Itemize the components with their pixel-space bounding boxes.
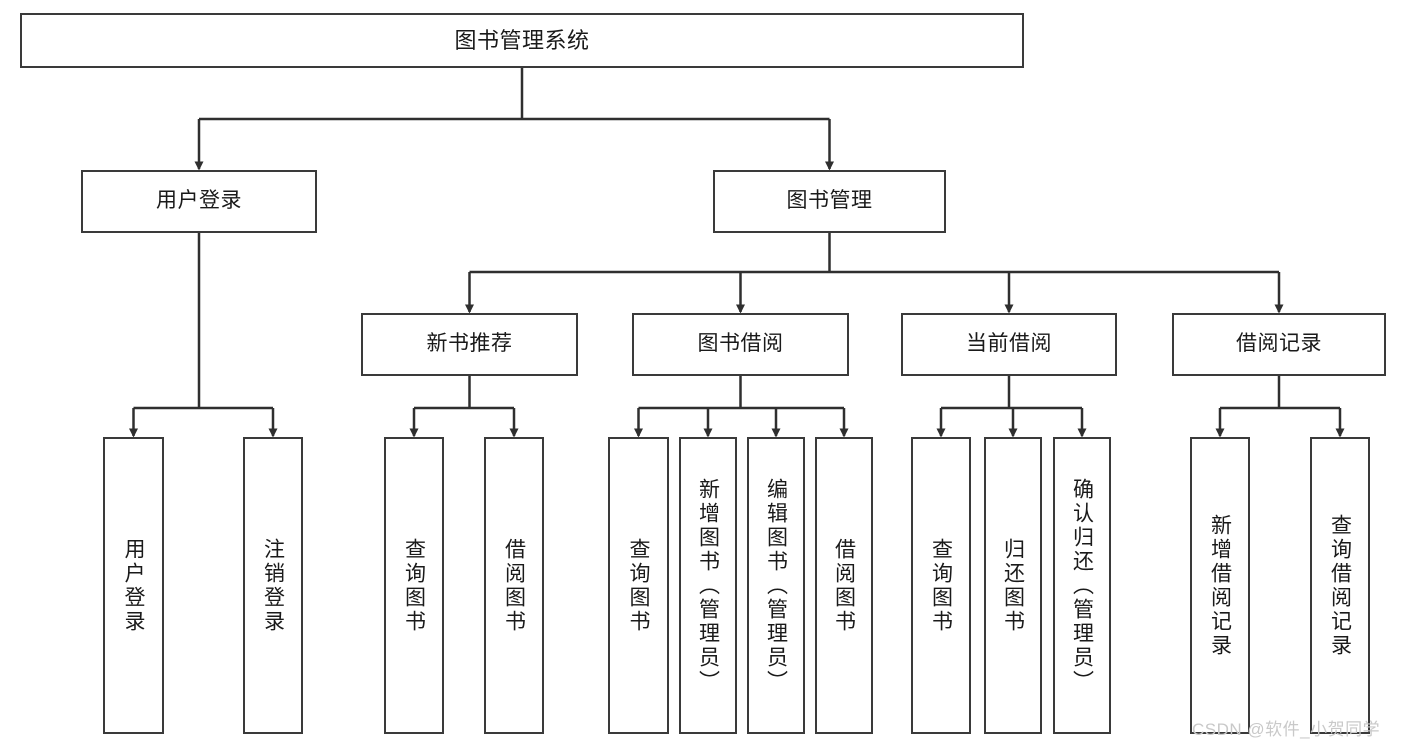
node-label: 借阅图书 — [502, 537, 526, 634]
node-leaf_bb_add[interactable]: 新增图书（管理员） — [679, 437, 737, 734]
node-leaf_cb_query[interactable]: 查询图书 — [911, 437, 971, 734]
node-leaf_user_logout[interactable]: 注销登录 — [243, 437, 303, 734]
node-label: 图书管理系统 — [454, 27, 590, 53]
node-new_book_rec[interactable]: 新书推荐 — [361, 313, 578, 376]
node-leaf_br_query[interactable]: 查询借阅记录 — [1310, 437, 1370, 734]
node-leaf_bb_edit[interactable]: 编辑图书（管理员） — [747, 437, 805, 734]
node-leaf_bb_borrow[interactable]: 借阅图书 — [815, 437, 873, 734]
node-label: 新增图书（管理员） — [696, 477, 720, 694]
node-leaf_bb_query[interactable]: 查询图书 — [608, 437, 669, 734]
node-leaf_user_login[interactable]: 用户登录 — [103, 437, 164, 734]
node-label: 用户登录 — [122, 537, 145, 634]
node-leaf_cb_confirm[interactable]: 确认归还（管理员） — [1053, 437, 1111, 734]
node-book_mgmt[interactable]: 图书管理 — [713, 170, 946, 233]
node-leaf_br_add[interactable]: 新增借阅记录 — [1190, 437, 1250, 734]
node-label: 用户登录 — [156, 189, 242, 213]
node-label: 图书管理 — [786, 189, 873, 213]
node-root[interactable]: 图书管理系统 — [20, 13, 1024, 68]
node-label: 查询图书 — [402, 537, 426, 634]
node-leaf_cb_return[interactable]: 归还图书 — [984, 437, 1042, 734]
csdn-watermark: CSDN @软件_小贺同学 — [1192, 720, 1381, 739]
node-leaf_nr_query[interactable]: 查询图书 — [384, 437, 444, 734]
node-book_borrow[interactable]: 图书借阅 — [632, 313, 849, 376]
node-label: 借阅记录 — [1236, 332, 1322, 356]
node-label: 查询图书 — [929, 537, 953, 634]
node-leaf_nr_borrow[interactable]: 借阅图书 — [484, 437, 544, 734]
node-user_login[interactable]: 用户登录 — [81, 170, 317, 233]
node-label: 注销登录 — [261, 537, 285, 634]
node-label: 新增借阅记录 — [1208, 513, 1232, 658]
node-label: 新书推荐 — [426, 332, 513, 356]
node-label: 查询图书 — [627, 537, 650, 634]
node-label: 编辑图书（管理员） — [764, 477, 788, 694]
node-label: 归还图书 — [1001, 537, 1025, 634]
edge-paths — [129, 68, 1345, 438]
node-current_borrow[interactable]: 当前借阅 — [901, 313, 1117, 376]
node-label: 借阅图书 — [832, 537, 856, 634]
node-label: 查询借阅记录 — [1328, 513, 1352, 658]
node-label: 确认归还（管理员） — [1070, 477, 1094, 694]
node-label: 当前借阅 — [966, 332, 1052, 356]
node-label: 图书借阅 — [697, 332, 784, 356]
node-borrow_record[interactable]: 借阅记录 — [1172, 313, 1386, 376]
